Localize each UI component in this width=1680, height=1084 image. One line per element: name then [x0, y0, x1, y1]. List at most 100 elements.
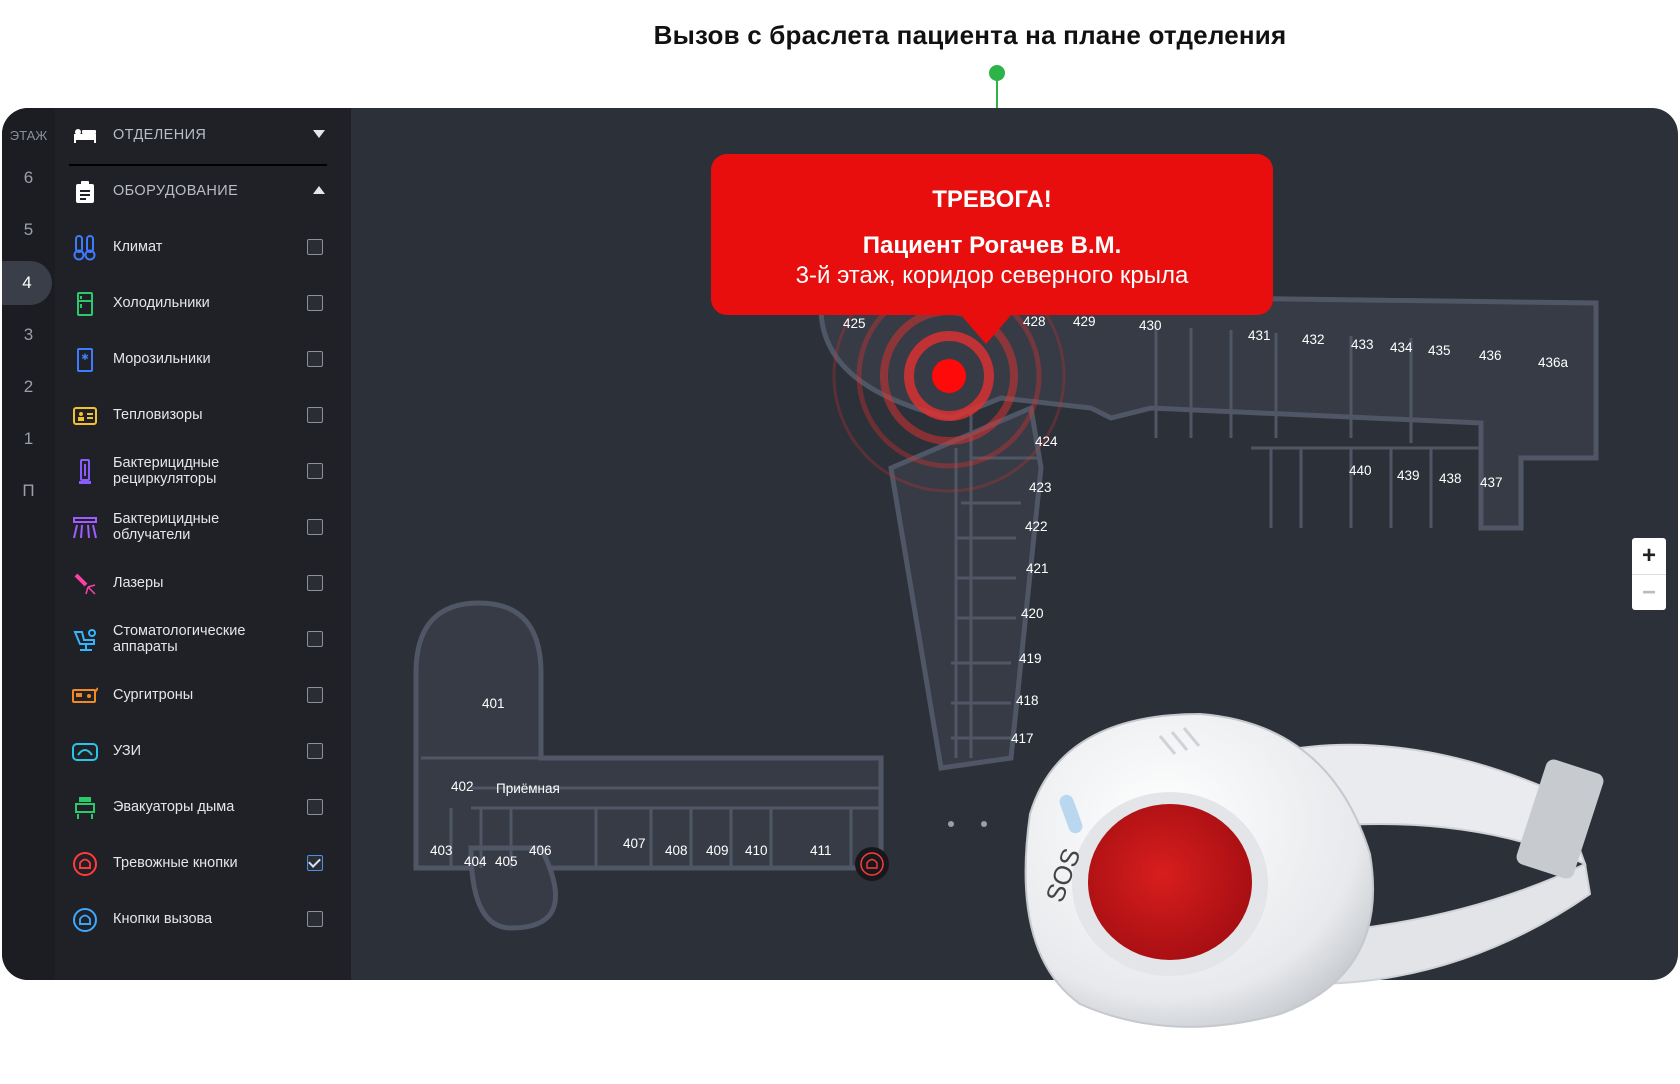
layer-item-call-buttons[interactable]: Кнопки вызова — [55, 894, 351, 944]
layer-checkbox[interactable] — [307, 687, 323, 703]
layer-checkbox-checked[interactable] — [307, 855, 323, 871]
room-label: 429 — [1073, 314, 1096, 329]
layer-checkbox[interactable] — [307, 463, 323, 479]
layer-item-thermal-cameras[interactable]: Тепловизоры — [55, 390, 351, 440]
equipment-toggle[interactable]: ОБОРУДОВАНИЕ — [55, 166, 351, 216]
layer-item-label: Лазеры — [113, 575, 164, 591]
room-label: 404 — [464, 854, 487, 869]
floor-6[interactable]: 6 — [23, 168, 34, 187]
room-label: 418 — [1016, 693, 1039, 708]
layer-checkbox[interactable] — [307, 407, 323, 423]
fridge-icon — [71, 290, 99, 318]
layer-item-freezers[interactable]: ✱ Морозильники — [55, 334, 351, 384]
floor-3[interactable]: 3 — [23, 325, 34, 344]
floor-5[interactable]: 5 — [23, 220, 34, 239]
layer-item-dental[interactable]: Стоматологические аппараты — [55, 614, 351, 664]
layer-item-label: Стоматологические аппараты — [113, 623, 246, 655]
departments-toggle[interactable]: ОТДЕЛЕНИЯ — [55, 110, 351, 166]
room-label: 440 — [1349, 463, 1372, 478]
alarm-popup: ТРЕВОГА! Пациент Рогачев В.М. 3-й этаж, … — [711, 154, 1273, 344]
floor-plan-map[interactable]: 425 428 429 430 431 432 433 434 435 436 … — [351, 108, 1678, 980]
layer-checkbox[interactable] — [307, 295, 323, 311]
layer-item-label: Тепловизоры — [113, 407, 203, 423]
room-label: 422 — [1025, 519, 1048, 534]
room-label: 435 — [1428, 343, 1451, 358]
floor-selector-label: ЭТАЖ — [9, 128, 48, 143]
uv-lamp-icon — [71, 514, 99, 542]
room-label: 432 — [1302, 332, 1325, 347]
pointer-line — [996, 78, 998, 126]
layer-checkbox[interactable] — [307, 631, 323, 647]
zoom-out-button[interactable]: − — [1632, 574, 1666, 611]
room-label: 421 — [1026, 561, 1049, 576]
sos-bracelet-image: SOS — [1024, 712, 1604, 1028]
layer-item-label: Холодильники — [113, 295, 210, 311]
alarm-title: ТРЕВОГА! — [932, 186, 1052, 213]
room-label: 424 — [1035, 434, 1058, 449]
zoom-control: + − — [1632, 538, 1666, 610]
svg-text:✱: ✱ — [81, 353, 89, 363]
layer-item-lasers[interactable]: Лазеры — [55, 558, 351, 608]
floor-1[interactable]: 1 — [23, 429, 34, 448]
laser-icon — [71, 570, 99, 598]
room-label: 434 — [1390, 340, 1413, 355]
floor-4[interactable]: 4 — [2, 261, 52, 305]
layers-sidebar: ОТДЕЛЕНИЯ ОБОРУДОВАНИЕ Климат Холодильни… — [55, 108, 351, 980]
room-label: 417 — [1011, 731, 1034, 746]
room-label: 420 — [1021, 606, 1044, 621]
floor-selector: ЭТАЖ 6 5 4 3 2 1 П — [2, 108, 55, 980]
layer-item-surgitrons[interactable]: Сургитроны — [55, 670, 351, 720]
room-label: 438 — [1439, 471, 1462, 486]
room-label: 436 — [1479, 348, 1502, 363]
floor-plan-drawing — [413, 259, 1599, 931]
led-indicator — [1059, 794, 1083, 834]
layer-item-fridges[interactable]: Холодильники — [55, 278, 351, 328]
strap-buckle — [1516, 759, 1604, 879]
layer-item-uv-irradiators[interactable]: Бактерицидные облучатели — [55, 502, 351, 552]
room-label: 409 — [706, 843, 729, 858]
grip-lines — [1158, 727, 1201, 755]
layer-checkbox[interactable] — [307, 239, 323, 255]
thermal-camera-icon — [71, 402, 99, 430]
room-label: 431 — [1248, 328, 1271, 343]
strap-bottom — [1298, 862, 1592, 986]
room-label: 433 — [1351, 337, 1374, 352]
departments-label: ОТДЕЛЕНИЯ — [113, 127, 207, 143]
room-label: 408 — [665, 843, 688, 858]
layer-checkbox[interactable] — [307, 351, 323, 367]
chevron-up-icon — [313, 186, 325, 194]
layer-item-climate[interactable]: Климат — [55, 222, 351, 272]
layer-item-smoke-evacuators[interactable]: Эвакуаторы дыма — [55, 782, 351, 832]
layer-checkbox[interactable] — [307, 519, 323, 535]
equipment-label: ОБОРУДОВАНИЕ — [113, 183, 239, 199]
room-label: 411 — [810, 843, 832, 858]
room-label: 406 — [529, 843, 552, 858]
layer-item-label: Бактерицидные облучатели — [113, 511, 220, 543]
layer-checkbox[interactable] — [307, 911, 323, 927]
room-label: 410 — [745, 843, 768, 858]
layer-item-recirculators[interactable]: Бактерицидные рециркуляторы — [55, 446, 351, 496]
room-label: 402 — [451, 779, 474, 794]
zoom-in-button[interactable]: + — [1641, 542, 1656, 569]
alarm-patient-name: Пациент Рогачев В.М. — [862, 232, 1122, 259]
dental-chair-icon — [71, 626, 99, 654]
alarm-location: 3-й этаж, коридор северного крыла — [795, 262, 1189, 289]
layer-item-alarm-buttons[interactable]: Тревожные кнопки — [55, 838, 351, 888]
floor-basement[interactable]: П — [22, 481, 35, 500]
recirculator-icon — [71, 458, 99, 486]
floor-2[interactable]: 2 — [23, 377, 34, 396]
layer-item-ultrasound[interactable]: УЗИ — [55, 726, 351, 776]
room-label: 436а — [1538, 355, 1569, 370]
room-label: 407 — [623, 836, 646, 851]
layer-checkbox[interactable] — [307, 575, 323, 591]
surgitron-icon — [71, 682, 99, 710]
layer-checkbox[interactable] — [307, 799, 323, 815]
alarm-popup-tail — [960, 314, 1012, 344]
bed-icon — [71, 122, 99, 150]
layer-checkbox[interactable] — [307, 743, 323, 759]
layer-item-label: Климат — [113, 239, 163, 255]
pointer-dot — [989, 65, 1005, 81]
room-label: 428 — [1023, 314, 1046, 329]
room-label: 405 — [495, 854, 518, 869]
layer-item-label: УЗИ — [113, 743, 142, 759]
